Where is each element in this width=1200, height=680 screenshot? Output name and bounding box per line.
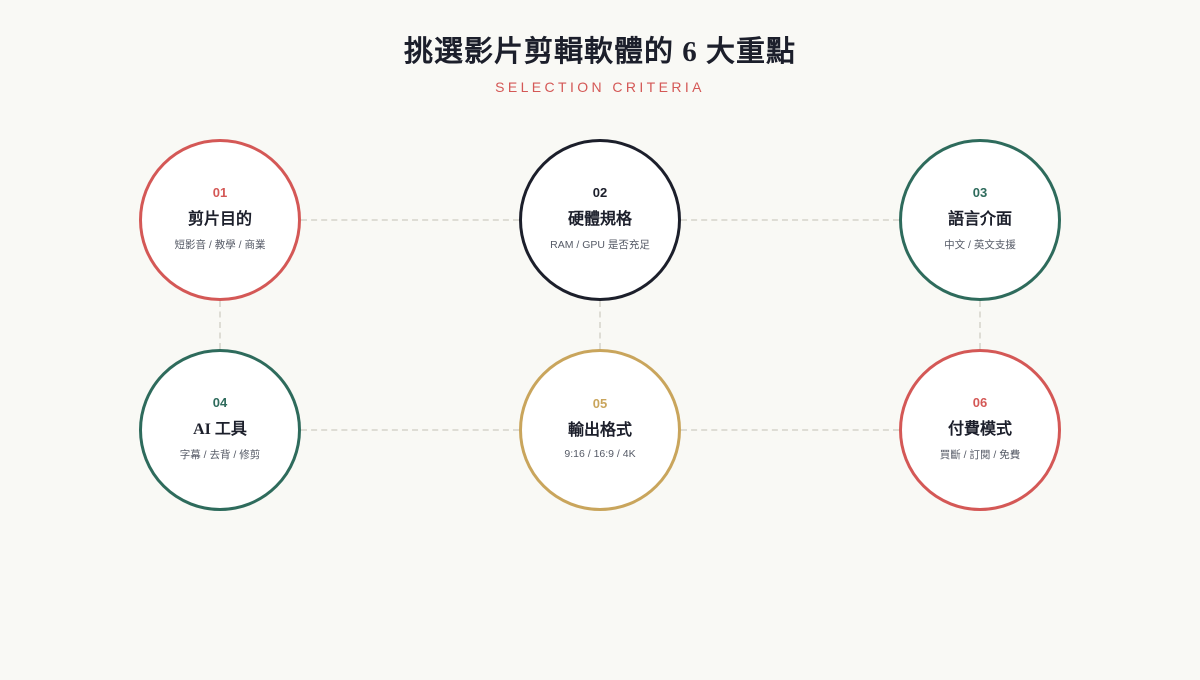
criterion-node-02: 02 硬體規格 RAM / GPU 是否充足 bbox=[519, 139, 681, 301]
connector-01-02 bbox=[301, 219, 519, 221]
page-title: 挑選影片剪輯軟體的 6 大重點 bbox=[403, 36, 796, 68]
criterion-node-06: 06 付費模式 買斷 / 訂閱 / 免費 bbox=[899, 349, 1061, 511]
criterion-title: 硬體規格 bbox=[567, 210, 632, 228]
criterion-node-01: 01 剪片目的 短影音 / 教學 / 商業 bbox=[139, 139, 301, 301]
criterion-number: 04 bbox=[212, 394, 228, 410]
criterion-description: 買斷 / 訂閱 / 免費 bbox=[939, 448, 1021, 461]
criterion-number: 05 bbox=[592, 396, 608, 411]
criterion-description: 短影音 / 教學 / 商業 bbox=[174, 238, 266, 251]
connector-05-06 bbox=[681, 429, 899, 431]
page-subtitle: SELECTION CRITERIA bbox=[495, 79, 705, 95]
criterion-number: 03 bbox=[972, 184, 988, 200]
criterion-title: 語言介面 bbox=[947, 210, 1012, 228]
criterion-node-03: 03 語言介面 中文 / 英文支援 bbox=[899, 139, 1061, 301]
criterion-node-05: 05 輸出格式 9:16 / 16:9 / 4K bbox=[519, 349, 681, 511]
criterion-number: 01 bbox=[212, 184, 228, 200]
criterion-description: 字幕 / 去背 / 修剪 bbox=[179, 448, 261, 461]
criterion-number: 06 bbox=[972, 394, 988, 410]
connector-04-05 bbox=[301, 429, 519, 431]
criterion-title: AI 工具 bbox=[193, 420, 247, 438]
criterion-title: 付費模式 bbox=[947, 420, 1012, 438]
criterion-description: 9:16 / 16:9 / 4K bbox=[564, 448, 636, 460]
criterion-description: 中文 / 英文支援 bbox=[944, 238, 1016, 251]
connector-03-06 bbox=[979, 301, 981, 349]
criterion-node-04: 04 AI 工具 字幕 / 去背 / 修剪 bbox=[139, 349, 301, 511]
criterion-title: 剪片目的 bbox=[187, 210, 252, 228]
connector-02-03 bbox=[681, 219, 899, 221]
criterion-title: 輸出格式 bbox=[567, 422, 632, 439]
connector-01-04 bbox=[219, 301, 221, 349]
connector-02-05 bbox=[599, 301, 601, 349]
criterion-description: RAM / GPU 是否充足 bbox=[550, 238, 650, 251]
criterion-number: 02 bbox=[592, 184, 608, 200]
